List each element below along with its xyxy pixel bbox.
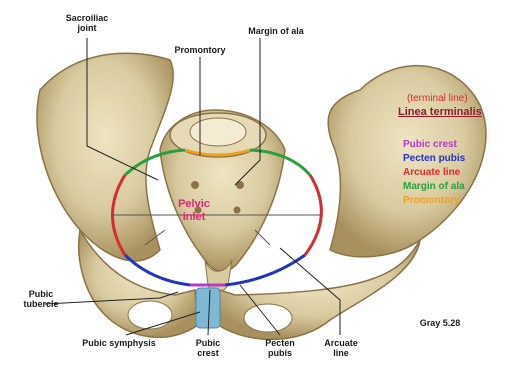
arcuate-line-line2: line <box>318 348 364 358</box>
legend-item-pubic-crest: Pubic crest <box>403 139 515 153</box>
pubic-crest-label: Pubic crest <box>188 338 228 358</box>
legend-item-promontory: Promontory <box>403 195 515 209</box>
pubic-crest-line2: crest <box>188 348 228 358</box>
sacroiliac-joint-label: Sacroiliac joint <box>60 13 114 33</box>
gray-reference: Gray 5.28 <box>410 318 470 328</box>
l5-body <box>190 118 246 146</box>
pubic-tubercle-line2: tubercle <box>16 299 66 309</box>
right-obturator-foramen <box>244 304 292 332</box>
arcuate-line-line1: Arcuate <box>318 338 364 348</box>
pecten-pubis-line1: Pecten <box>258 338 302 348</box>
pubic-symphysis-cartilage <box>196 288 220 328</box>
legend-subtitle: (terminal line) <box>407 93 468 104</box>
sacroiliac-label-line2: joint <box>60 23 114 33</box>
sacral-foramen <box>191 181 199 189</box>
pelvic-inlet-line1: Pelvic <box>164 198 224 211</box>
pubic-tubercle-line1: Pubic <box>16 289 66 299</box>
promontory-label: Promontory <box>160 45 240 55</box>
pelvic-inlet-line2: inlet <box>164 211 224 224</box>
pubic-symphysis-label: Pubic symphysis <box>64 338 174 348</box>
oblique-diameter-tick <box>255 230 270 245</box>
arcuate-line-label: Arcuate line <box>318 338 364 358</box>
legend-items: Pubic crest Pecten pubis Arcuate line Ma… <box>403 139 515 209</box>
legend-item-pecten-pubis: Pecten pubis <box>403 153 515 167</box>
pelvic-inlet-label: Pelvic inlet <box>164 198 224 224</box>
sacroiliac-label-line1: Sacroiliac <box>60 13 114 23</box>
legend-item-arcuate-line: Arcuate line <box>403 167 515 181</box>
pubic-tubercle-label: Pubic tubercle <box>16 289 66 309</box>
pubic-crest-line1: Pubic <box>188 338 228 348</box>
left-obturator-foramen <box>128 301 172 329</box>
sacral-foramen <box>234 207 241 214</box>
margin-of-ala-label: Margin of ala <box>236 26 316 36</box>
pecten-pubis-line2: pubis <box>258 348 302 358</box>
legend-item-margin-of-ala: Margin of ala <box>403 181 515 195</box>
pecten-pubis-label: Pecten pubis <box>258 338 302 358</box>
legend-title: Linea terminalis <box>398 106 482 118</box>
